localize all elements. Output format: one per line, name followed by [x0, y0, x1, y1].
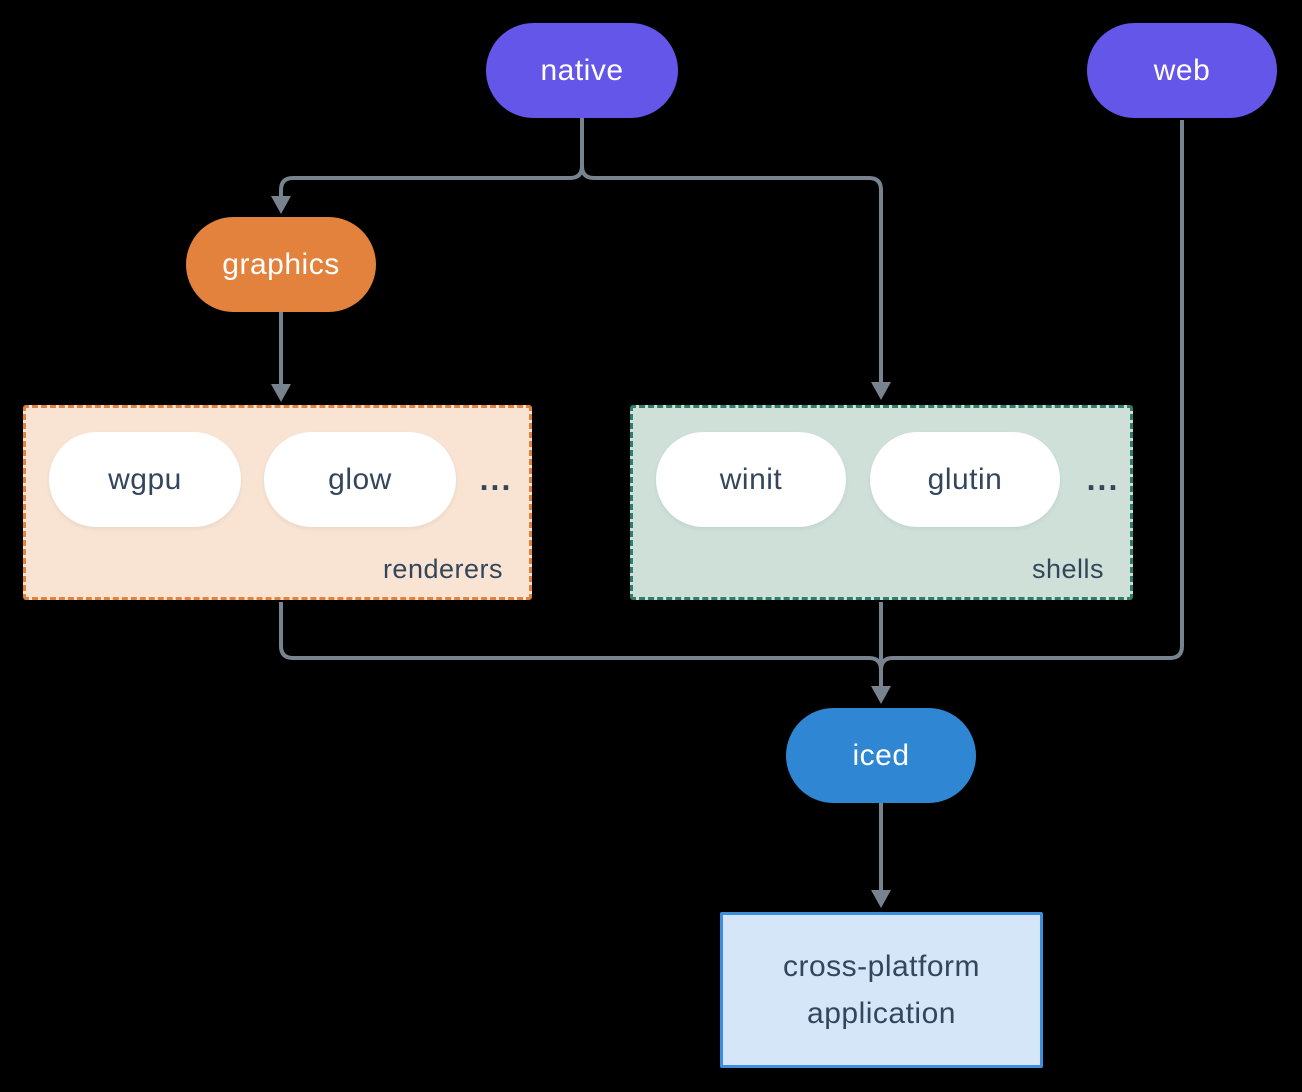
node-glutin: glutin [870, 432, 1060, 527]
node-glutin-label: glutin [927, 462, 1003, 496]
node-wgpu-label: wgpu [108, 462, 182, 496]
node-wgpu: wgpu [49, 432, 241, 527]
node-iced-label: iced [852, 738, 910, 772]
group-renderers: wgpu glow ... renderers [23, 405, 532, 600]
group-shells: winit glutin ... shells [630, 405, 1133, 600]
edge-native-graphics [271, 118, 584, 214]
renderers-group-label: renderers [382, 554, 503, 584]
node-web-label: web [1153, 53, 1211, 87]
application-label-line2: application [807, 997, 956, 1030]
node-winit-label: winit [719, 462, 783, 496]
node-iced: iced [786, 708, 976, 803]
node-application: cross-platform application [720, 912, 1043, 1068]
node-graphics-label: graphics [222, 247, 340, 281]
edge-native-shells [580, 118, 891, 400]
edge-renderers-merge [279, 602, 883, 671]
node-native-label: native [540, 53, 624, 87]
shells-ellipsis: ... [1086, 461, 1120, 497]
node-web: web [1087, 23, 1277, 118]
node-glow: glow [264, 432, 456, 527]
node-native: native [486, 23, 678, 118]
renderers-ellipsis: ... [479, 461, 513, 497]
node-winit: winit [656, 432, 846, 527]
shells-group-label: shells [1031, 554, 1104, 584]
node-glow-label: glow [328, 462, 392, 496]
application-label-line1: cross-platform [782, 950, 981, 983]
node-graphics: graphics [186, 217, 376, 312]
